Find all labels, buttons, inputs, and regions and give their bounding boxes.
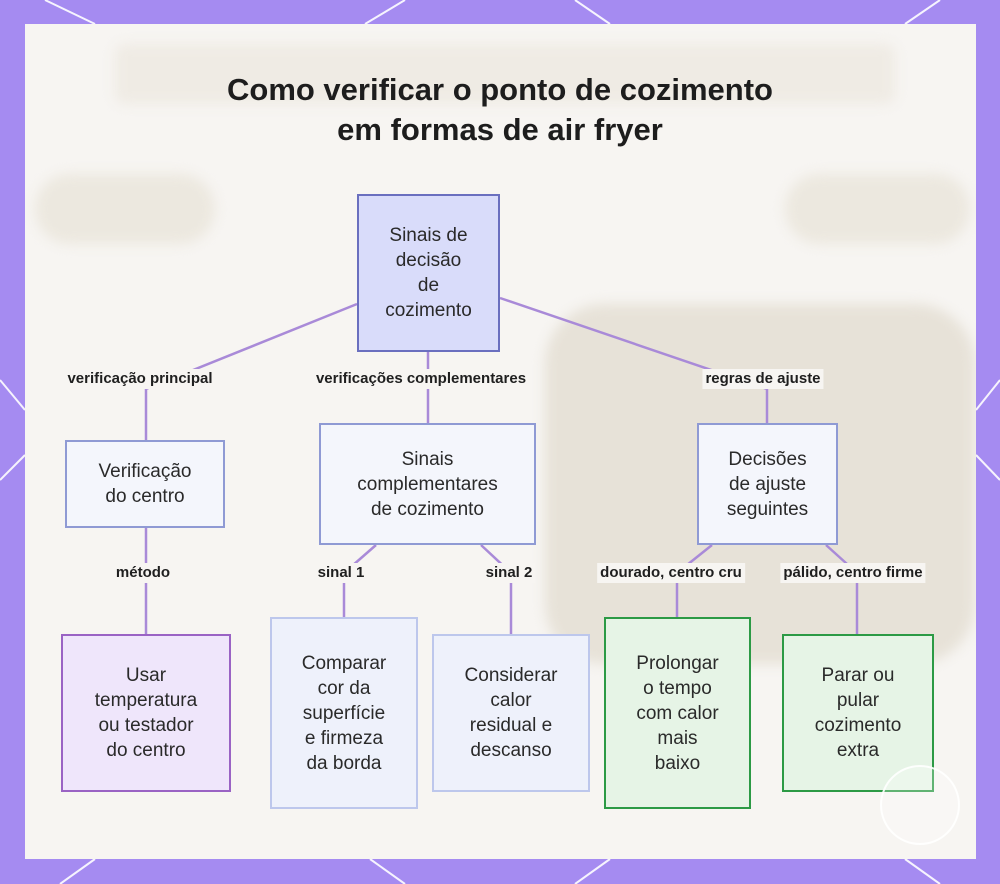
node-text: e firmeza [304,727,384,749]
edge-label-pale-firm: pálido, centro firme [780,563,926,583]
node-use-temperature: Usar temperatura ou testador do centro [61,634,231,792]
node-text: do centro [105,486,185,507]
node-text: calor [490,690,532,711]
edge-label-main-check: verificação principal [64,369,216,389]
edge-label-golden-raw: dourado, centro cru [597,563,745,583]
node-text: Verificação [98,461,192,482]
node-text: complementares [357,473,498,495]
edge-label-signal-1: sinal 1 [314,563,368,583]
node-text: de ajuste [728,473,807,495]
edge-label-complementary-checks: verificações complementares [312,369,530,389]
node-text: Sinais [401,448,454,470]
node-text: decisão [395,250,462,271]
node-text: seguintes [726,498,809,520]
node-text: residual e [469,715,553,736]
node-text: temperatura [94,690,198,711]
edge-comp-residual [480,544,513,634]
node-text: descanso [470,740,552,761]
node-text: Comparar [301,652,387,674]
node-text: baixo [654,752,701,774]
title-line-2: em formas de air fryer [337,112,663,147]
node-adjust-decisions: Decisões de ajuste seguintes [697,423,838,545]
node-compare-color: Comparar cor da superfície e firmeza da … [270,617,418,809]
node-text: Decisões [728,448,807,470]
edge-label-method: método [112,563,174,583]
node-residual-heat: Considerar calor residual e descanso [432,634,590,792]
background-blur-right [785,174,970,244]
node-text: ou testador [98,715,194,736]
node-text: de cozimento [370,498,484,520]
edge-root-center [144,302,358,440]
edge-label-signal-2: sinal 2 [482,563,536,583]
node-text: de [417,275,440,296]
node-text: cozimento [385,300,472,321]
edge-adjust-stop [825,544,859,634]
node-text: Sinais de [389,225,468,246]
node-text: extra [836,740,880,761]
node-text: pular [836,690,880,711]
node-text: do centro [106,740,186,761]
node-cooking-decision-signals: Sinais de decisão de cozimento [357,194,500,352]
node-text: mais [657,727,698,749]
node-text: Considerar [464,665,558,686]
node-text: Usar [125,665,167,686]
node-center-check: Verificação do centro [65,440,225,528]
page-title: Como verificar o ponto de cozimento em f… [0,70,1000,150]
node-text: superfície [302,702,386,724]
edge-label-adjust-rules: regras de ajuste [702,369,824,389]
node-text: Parar ou [821,665,895,686]
background-blur-banner [115,44,895,104]
node-text: cor da [317,677,371,699]
node-text: Prolongar [636,652,719,674]
title-line-1: Como verificar o ponto de cozimento [227,72,773,107]
node-text: cozimento [814,715,902,736]
background-blur-left [35,174,215,244]
node-prolong-time: Prolongar o tempo com calor mais baixo [604,617,751,809]
edge-root-adjust [499,296,769,423]
node-text: da borda [306,752,382,774]
node-text: o tempo [643,677,712,699]
watermark-logo [880,765,960,845]
node-complementary-signals: Sinais complementares de cozimento [319,423,536,545]
node-text: com calor [636,702,719,724]
